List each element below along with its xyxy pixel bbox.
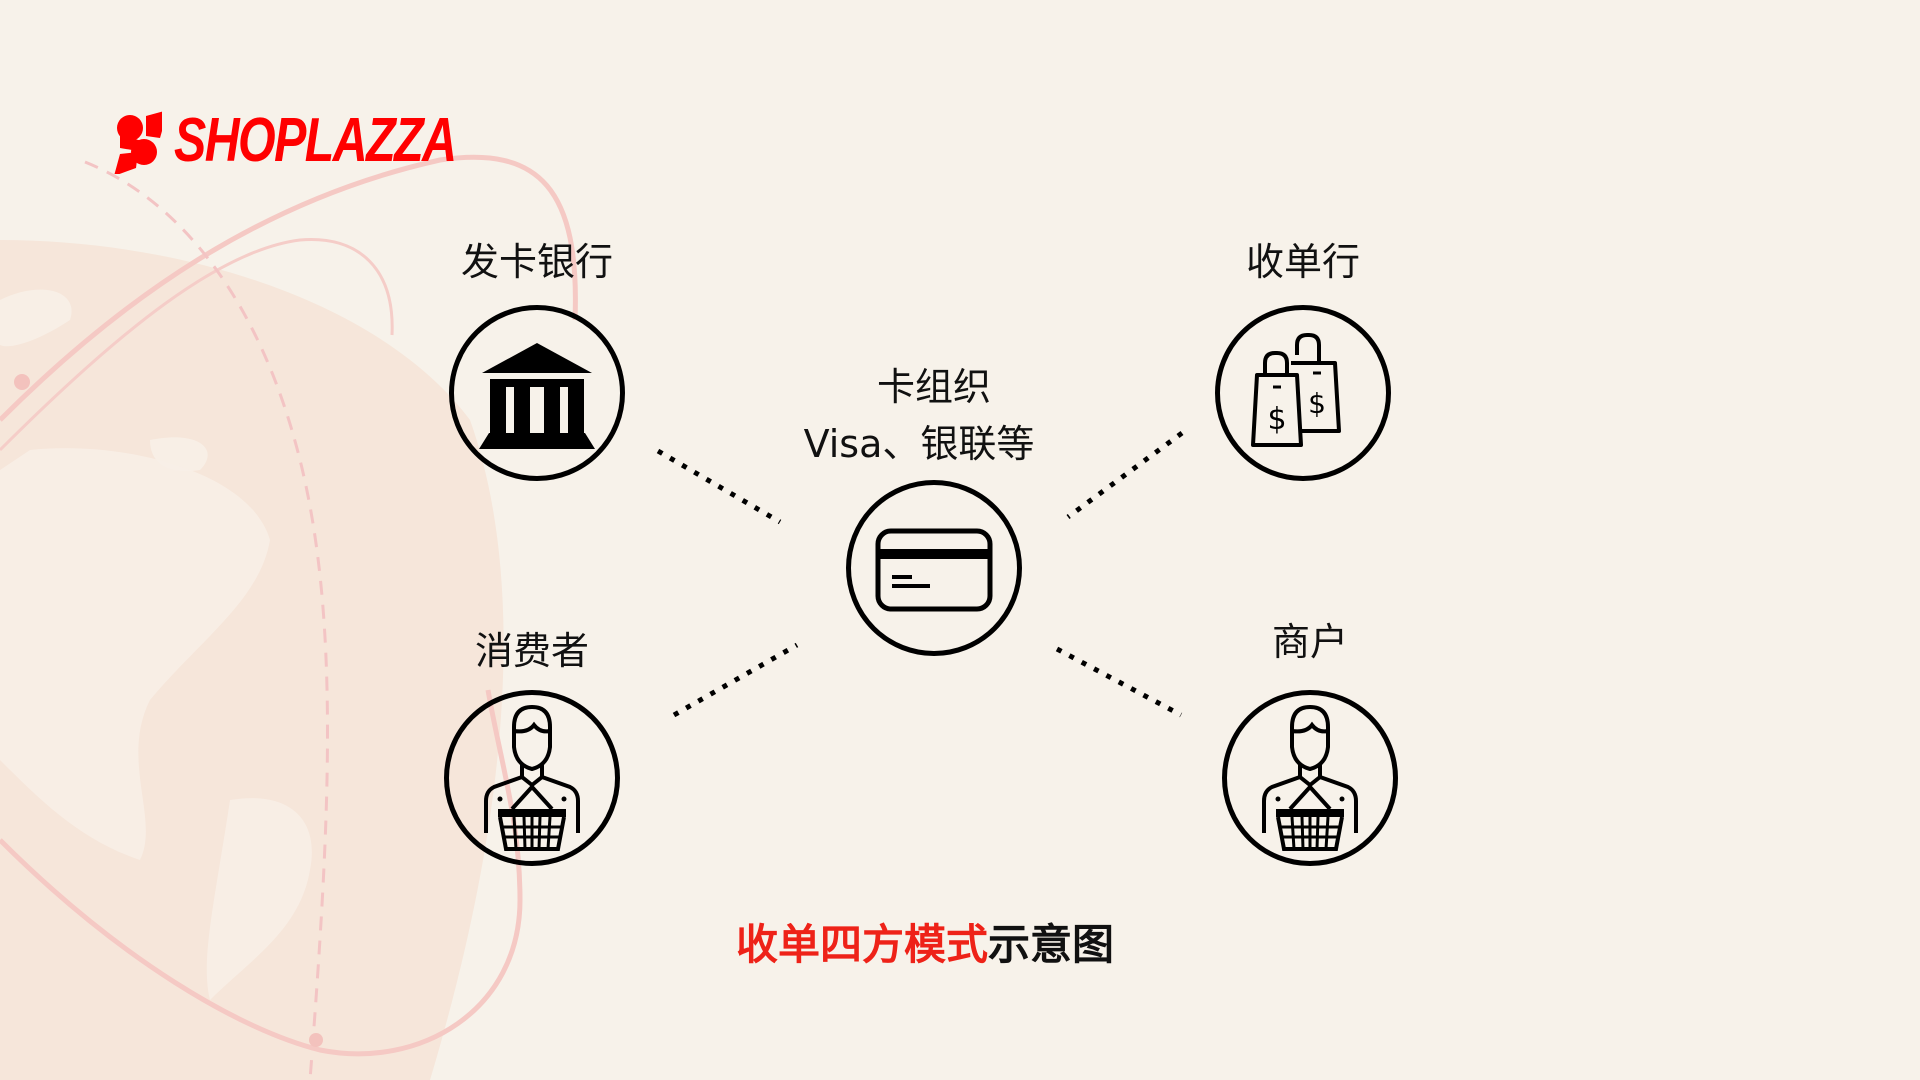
merchant-circle xyxy=(1222,690,1398,866)
svg-text:$: $ xyxy=(1267,402,1286,437)
consumer-label: 消费者 xyxy=(474,629,590,674)
svg-text:$: $ xyxy=(1308,387,1326,420)
acquiring-bank-circle: $ $ xyxy=(1215,305,1391,481)
consumer-circle xyxy=(444,690,620,866)
credit-card-icon xyxy=(875,528,993,612)
shoplazza-s-mark-icon xyxy=(114,111,162,174)
issuing-bank-label: 发卡银行 xyxy=(460,240,614,285)
person-with-basket-icon xyxy=(1262,704,1358,851)
issuing-bank-circle xyxy=(449,305,625,481)
shoplazza-logo: SHOPLAZZA xyxy=(106,106,535,176)
card-network-label: 卡组织 xyxy=(876,365,992,410)
person-with-basket-icon xyxy=(484,704,580,851)
caption-highlight: 收单四方模式 xyxy=(736,920,989,969)
diagram-caption: 收单四方模式示意图 xyxy=(736,918,1114,972)
connector-acquirer-network xyxy=(1066,430,1184,520)
bank-icon xyxy=(479,343,595,449)
caption-rest: 示意图 xyxy=(988,920,1115,969)
connector-consumer-network xyxy=(672,642,799,718)
shopping-bags-dollar-icon: $ $ xyxy=(1251,333,1341,447)
logo-wordmark: SHOPLAZZA xyxy=(174,106,457,175)
connector-merchant-network xyxy=(1055,646,1183,718)
connector-issuer-network xyxy=(656,448,782,525)
acquiring-bank-label: 收单行 xyxy=(1245,240,1361,285)
card-network-examples: Visa、银联等 xyxy=(803,422,1035,467)
merchant-label: 商户 xyxy=(1271,620,1349,665)
card-network-circle xyxy=(846,480,1022,656)
